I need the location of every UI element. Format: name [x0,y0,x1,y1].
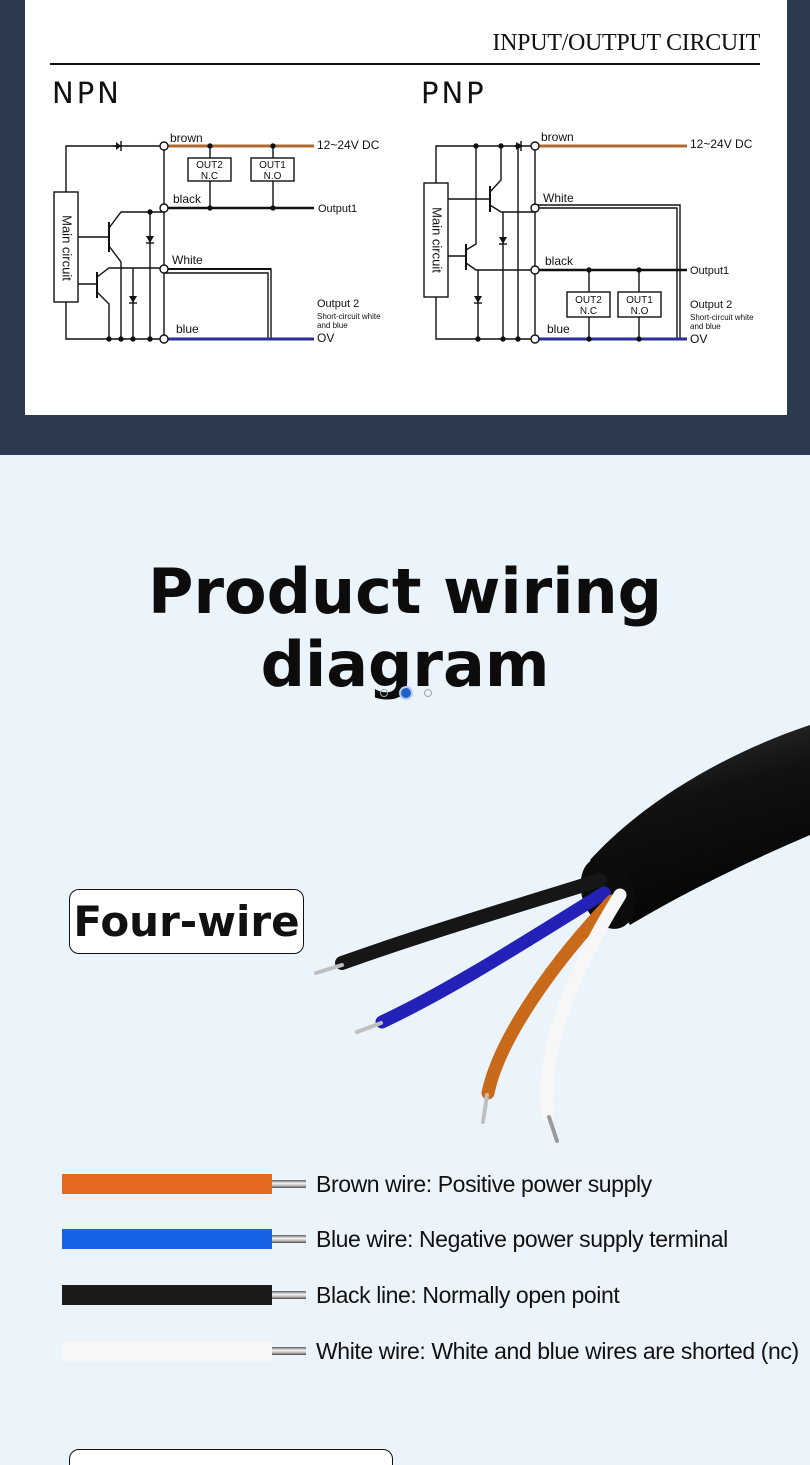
pnp-zero-v-label: OV [690,332,707,346]
carousel-dot-icon[interactable] [401,688,411,698]
blue-swatch [62,1229,272,1249]
pnp-out1-sub: N.O [631,306,649,317]
pnp-out2-label: OUT2 [575,295,602,306]
pnp-short-note-1: Short-circuit white [690,313,754,322]
pnp-out1-label: OUT1 [626,295,653,306]
pnp-short-note-2: and blue [690,322,721,331]
pnp-output2-label: Output 2 [690,299,732,311]
npn-out2-sub: N.C [201,171,218,182]
white-wire [540,888,627,1122]
brown-wire [481,894,619,1100]
black-wire [335,873,607,970]
pnp-label: PNP [421,76,487,110]
npn-brown-label: brown [170,131,203,145]
pnp-brown-label: brown [541,130,574,144]
circuit-panel: INPUT/OUTPUT CIRCUIT NPN PNP [25,0,787,415]
npn-out1-sub: N.O [264,171,282,182]
pnp-white-label: White [543,191,574,205]
pnp-black-label: black [545,254,574,268]
npn-labels: Main circuit brown black White blue OUT2… [60,131,382,345]
carousel-dot-icon[interactable] [380,689,388,697]
carousel-dots [380,688,432,698]
brown-swatch [62,1174,272,1194]
pnp-out2-sub: N.C [580,306,597,317]
cable-jacket [590,725,810,925]
legend-text-brown: Brown wire: Positive power supply [316,1171,652,1197]
legend-row-black: Black line: Normally open point [62,1275,810,1315]
npn-black-label: black [173,192,202,206]
pnp-output1-label: Output1 [690,265,729,277]
npn-output2-label: Output 2 [317,298,359,310]
four-wire-label: Four-wire [73,897,300,946]
lead-icon [272,1291,306,1299]
lead-icon [272,1235,306,1243]
cable-illustration [314,725,810,1143]
legend-text-white: White wire: White and blue wires are sho… [316,1338,799,1364]
pnp-blue-label: blue [547,322,570,336]
pnp-main-circuit-label: Main circuit [430,207,445,273]
legend-text-blue: Blue wire: Negative power supply termina… [316,1226,728,1252]
pnp-schematic [423,141,687,344]
section-title: Product wiring diagram [148,555,662,701]
title-rule [50,63,760,65]
npn-short-note-1: Short-circuit white [317,312,381,321]
npn-blue-label: blue [176,322,199,336]
next-badge-partial [69,1449,393,1465]
wiring-section: Product wiring diagram Four-wire [0,455,810,1465]
white-swatch [62,1341,272,1361]
lead-icon [272,1180,306,1188]
pnp-supply-label: 12~24V DC [690,137,753,151]
npn-zero-v-label: OV [317,331,334,345]
legend-row-brown: Brown wire: Positive power supply [62,1164,810,1204]
legend-text-black: Black line: Normally open point [316,1282,620,1308]
npn-label: NPN [52,76,122,110]
npn-schematic [53,141,314,344]
npn-main-circuit-label: Main circuit [60,215,75,281]
npn-white-label: White [172,253,203,267]
npn-out1-label: OUT1 [259,160,286,171]
legend-row-blue: Blue wire: Negative power supply termina… [62,1219,810,1259]
carousel-dot-icon[interactable] [424,689,432,697]
npn-supply-label: 12~24V DC [317,138,380,152]
pnp-labels: Main circuit brown White black blue OUT2… [430,130,755,346]
black-swatch [62,1285,272,1305]
circuit-title: INPUT/OUTPUT CIRCUIT [492,30,760,56]
legend-row-white: White wire: White and blue wires are sho… [62,1331,810,1371]
four-wire-badge: Four-wire [69,889,304,954]
npn-out2-label: OUT2 [196,160,223,171]
npn-short-note-2: and blue [317,321,348,330]
lead-icon [272,1347,306,1355]
schematics: Main circuit brown black White blue OUT2… [53,130,755,346]
npn-output1-label: Output1 [318,203,357,215]
blue-wire [375,886,611,1029]
